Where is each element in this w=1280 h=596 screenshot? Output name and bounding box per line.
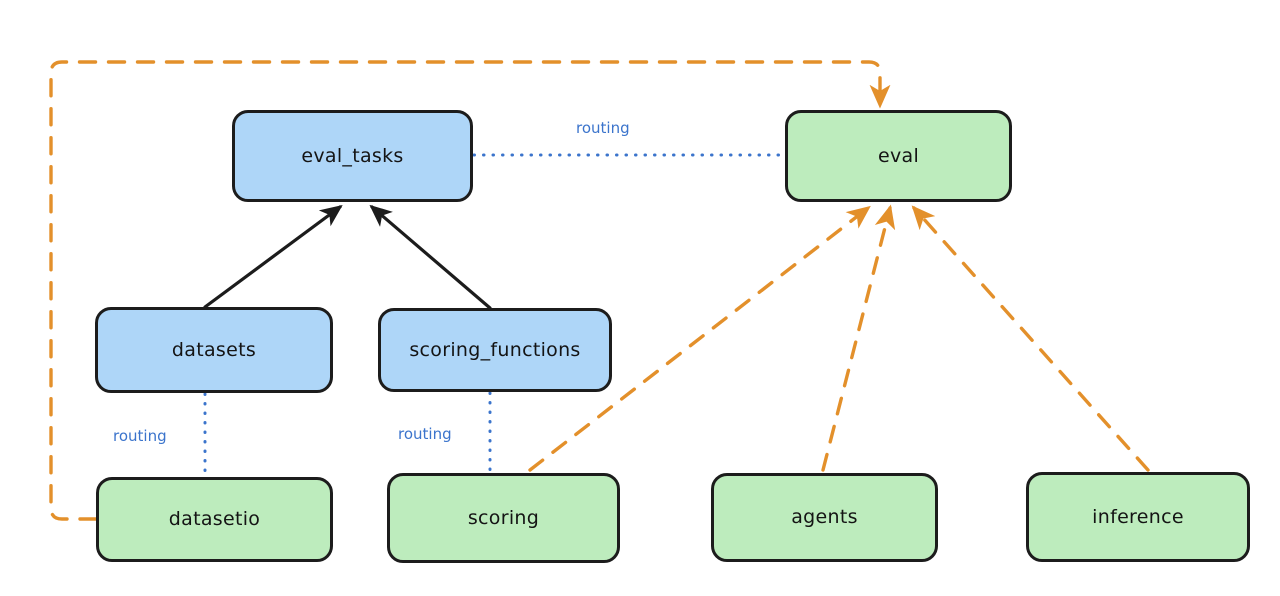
- edge-scoring-to-eval: [528, 205, 871, 472]
- node-label-scoring-functions: scoring_functions: [409, 338, 581, 361]
- node-label-scoring: scoring: [467, 506, 540, 529]
- node-datasetio[interactable]: datasetio: [96, 477, 333, 562]
- node-label-datasets: datasets: [171, 338, 257, 361]
- edge-scoring-functions-to-eval-tasks: [369, 204, 492, 310]
- edge-inference-to-eval: [911, 205, 1150, 472]
- node-eval-tasks[interactable]: eval_tasks: [232, 110, 473, 202]
- node-agents[interactable]: agents: [711, 473, 938, 562]
- edge-label-routing-eval-tasks-eval: routing: [576, 119, 630, 137]
- edge-datasetio-to-eval: [49, 60, 891, 521]
- edge-agents-to-eval: [821, 204, 896, 472]
- node-label-datasetio: datasetio: [168, 508, 261, 530]
- node-datasets[interactable]: datasets: [95, 307, 333, 393]
- edge-label-routing-scoring-functions-scoring: routing: [398, 425, 452, 443]
- edge-label-routing-datasets-datasetio: routing: [113, 427, 167, 445]
- node-label-agents: agents: [791, 506, 858, 528]
- node-label-inference: inference: [1092, 505, 1184, 528]
- node-eval[interactable]: eval: [785, 110, 1012, 202]
- node-scoring[interactable]: scoring: [387, 473, 620, 563]
- node-label-eval-tasks: eval_tasks: [301, 144, 404, 167]
- node-inference[interactable]: inference: [1026, 472, 1250, 562]
- node-scoring-functions[interactable]: scoring_functions: [378, 308, 612, 392]
- node-label-eval: eval: [877, 144, 920, 167]
- edge-datasets-to-eval-tasks: [203, 205, 343, 309]
